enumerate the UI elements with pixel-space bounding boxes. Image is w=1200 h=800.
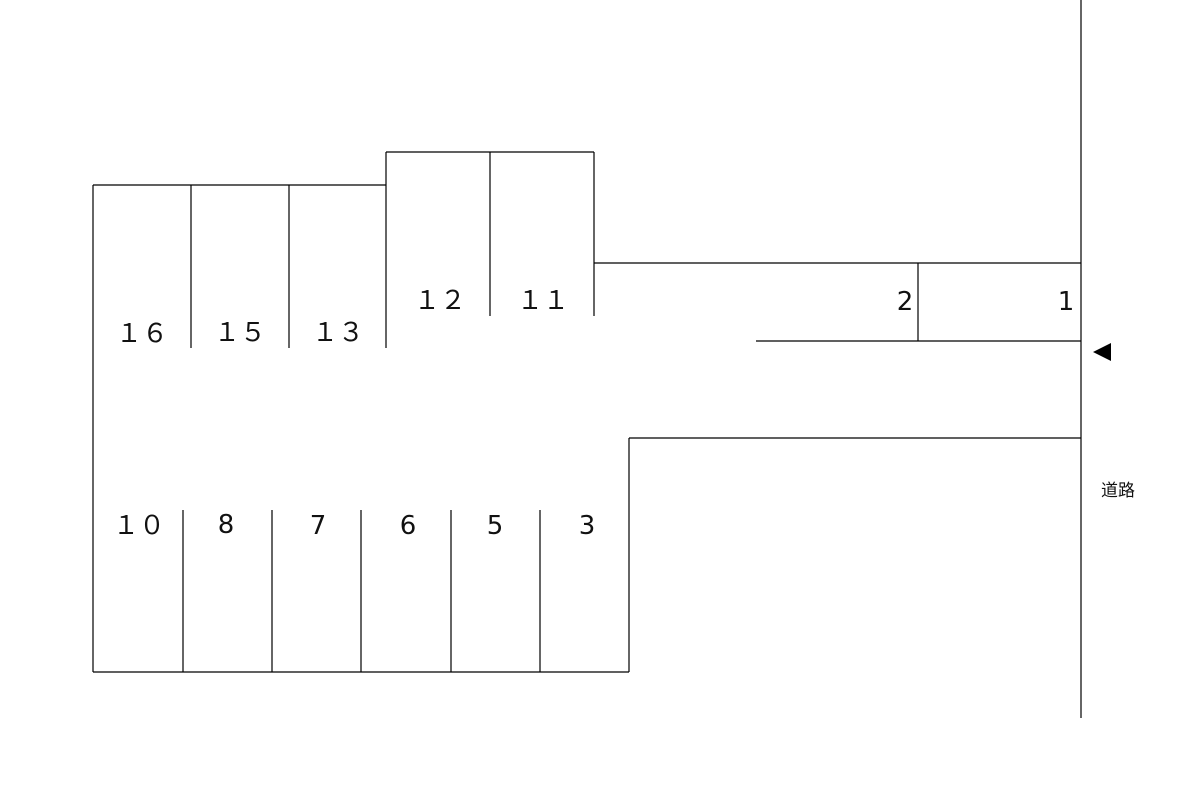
slot-label-3: 3 [579, 511, 596, 541]
slot-label-16: １６ [116, 319, 168, 349]
road-label: 道路 [1101, 481, 1135, 501]
slot-label-11: １１ [517, 286, 569, 316]
slot-label-10: １０ [113, 511, 165, 541]
lot-outline [92, 151, 1081, 673]
slot-label-15: １５ [214, 318, 266, 348]
slot-labels: １６ １５ １３ １２ １１ 2 1 １０ 8 7 6 5 3 [113, 286, 1074, 541]
slot-label-7: 7 [310, 511, 327, 541]
slot-label-13: １３ [312, 318, 364, 348]
slot-label-5: 5 [487, 511, 504, 541]
left-pointing-triangle-icon [1093, 343, 1111, 361]
slot-label-6: 6 [400, 511, 417, 541]
slot-label-2: 2 [897, 287, 914, 317]
right-slot-lines [756, 263, 1081, 342]
slot-label-1: 1 [1058, 287, 1075, 317]
bottom-slot-dividers [182, 510, 541, 672]
top-left-slot-dividers [190, 185, 290, 348]
slot-label-12: １２ [414, 286, 466, 316]
slot-label-8: 8 [218, 510, 235, 540]
